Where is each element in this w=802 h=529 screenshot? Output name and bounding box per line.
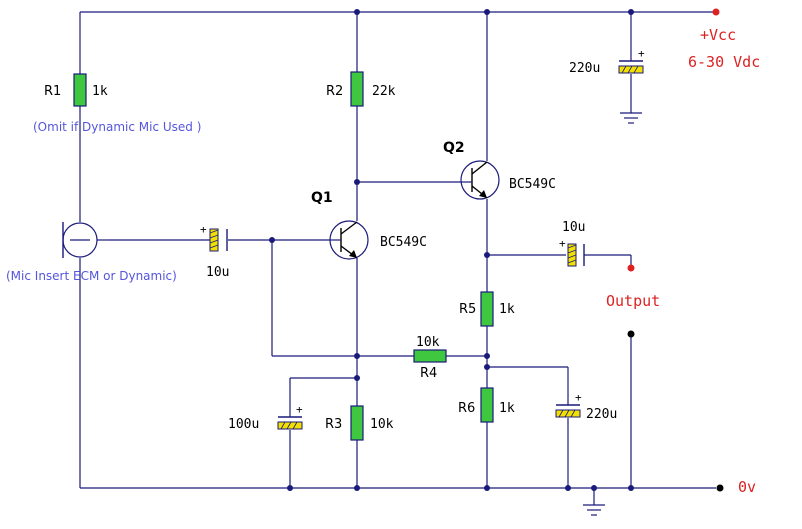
junction-dot bbox=[484, 252, 490, 258]
ground-icon bbox=[620, 112, 642, 124]
vcc-terminal: +Vcc 6-30 Vdc bbox=[688, 8, 760, 71]
junction-dot bbox=[287, 485, 293, 491]
junction-dot bbox=[354, 9, 360, 15]
r5-ref-label: R5 bbox=[459, 302, 476, 317]
vcc-label: +Vcc bbox=[700, 26, 736, 44]
junction-dot bbox=[628, 485, 634, 491]
r2-ref-label: R2 bbox=[326, 84, 343, 99]
ground-terminal-dot bbox=[716, 484, 724, 492]
r1-value-label: 1k bbox=[92, 84, 108, 99]
resistor-r1: R1 1k bbox=[44, 73, 108, 107]
capacitor-supply: + 220u bbox=[569, 47, 645, 76]
wires bbox=[79, 11, 716, 505]
output-label: Output bbox=[606, 292, 660, 310]
ground-label: 0v bbox=[738, 478, 756, 496]
junction-dot bbox=[565, 485, 571, 491]
junction-dot bbox=[484, 9, 490, 15]
junction-dot bbox=[354, 485, 360, 491]
junctions bbox=[269, 9, 634, 491]
c-q1e-plus: + bbox=[296, 403, 303, 416]
mic-note: (Mic Insert ECM or Dynamic) bbox=[6, 269, 177, 283]
junction-dot bbox=[484, 353, 490, 359]
c-supply-plus: + bbox=[638, 47, 645, 60]
output-ground-dot bbox=[627, 330, 635, 338]
resistor-r5: R5 1k bbox=[459, 291, 515, 327]
c-in-value-label: 10u bbox=[206, 265, 229, 280]
ground-icon bbox=[583, 504, 605, 516]
r4-value-label: 10k bbox=[416, 335, 440, 350]
resistor-r6: R6 1k bbox=[458, 387, 515, 423]
transistor-q1: Q1 BC549C bbox=[311, 190, 427, 260]
r1-note: (Omit if Dynamic Mic Used ) bbox=[33, 120, 201, 134]
ground-terminal: 0v bbox=[716, 478, 756, 496]
resistor-r4: 10k R4 bbox=[413, 335, 447, 381]
junction-dot bbox=[269, 237, 275, 243]
c-out-value-label: 10u bbox=[562, 220, 585, 235]
r4-ref-label: R4 bbox=[420, 366, 437, 381]
q2-ref-label: Q2 bbox=[443, 140, 465, 156]
junction-dot bbox=[484, 364, 490, 370]
junction-dot bbox=[484, 485, 490, 491]
capacitor-output: + 10u bbox=[559, 220, 585, 267]
r6-value-label: 1k bbox=[499, 401, 515, 416]
c-in-plus: + bbox=[200, 223, 207, 236]
q1-part-label: BC549C bbox=[380, 235, 427, 250]
junction-dot bbox=[591, 485, 597, 491]
output-terminal: Output bbox=[606, 264, 660, 338]
resistor-r2: R2 22k bbox=[326, 71, 396, 107]
r5-value-label: 1k bbox=[499, 302, 515, 317]
c-q2e-value-label: 220u bbox=[586, 407, 617, 422]
q1-ref-label: Q1 bbox=[311, 190, 333, 206]
vcc-range-label: 6-30 Vdc bbox=[688, 53, 760, 71]
vcc-terminal-dot bbox=[712, 8, 720, 16]
capacitor-q1-emitter: + 100u bbox=[228, 403, 303, 432]
r6-ref-label: R6 bbox=[458, 401, 475, 416]
r2-value-label: 22k bbox=[372, 84, 396, 99]
q2-part-label: BC549C bbox=[509, 177, 556, 192]
transistor-q2: Q2 BC549C bbox=[443, 140, 556, 200]
r1-ref-label: R1 bbox=[44, 84, 61, 99]
c-q2e-plus: + bbox=[575, 391, 582, 404]
junction-dot bbox=[354, 179, 360, 185]
capacitor-input: + 10u bbox=[200, 223, 229, 280]
c-out-plus: + bbox=[559, 237, 566, 250]
c-supply-value-label: 220u bbox=[569, 61, 600, 76]
r3-value-label: 10k bbox=[370, 417, 394, 432]
output-terminal-dot bbox=[627, 264, 635, 272]
junction-dot bbox=[354, 353, 360, 359]
c-q1e-value-label: 100u bbox=[228, 417, 259, 432]
r3-ref-label: R3 bbox=[325, 417, 342, 432]
junction-dot bbox=[354, 375, 360, 381]
junction-dot bbox=[628, 9, 634, 15]
capacitor-q2-emitter: + 220u bbox=[555, 391, 617, 422]
microphone-icon bbox=[62, 222, 109, 258]
resistor-r3: R3 10k bbox=[325, 405, 394, 441]
